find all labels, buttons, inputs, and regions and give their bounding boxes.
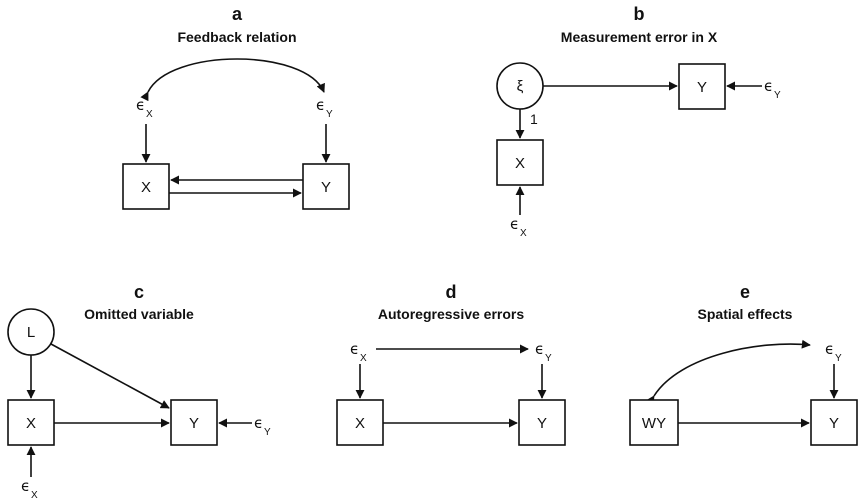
panel-c-letter: c [134, 282, 144, 302]
panel-d-node-y [518, 399, 566, 446]
panel-b-loading-label: 1 [530, 111, 538, 127]
panel-a-epsilon-x: ϵ [136, 96, 145, 114]
panel-e-letter: e [740, 282, 750, 302]
panel-b-letter: b [634, 4, 645, 24]
panel-e-epsilon-y: ϵ [825, 340, 834, 358]
panel-a-epsilon-x-subscript: X [146, 109, 153, 120]
panel-b-node-y [678, 63, 726, 110]
panel-b-title: Measurement error in X [561, 29, 718, 45]
panel-b-node-x-label: X [515, 155, 525, 172]
panel-e: e Spatial effects ϵ Y WY Y [629, 282, 858, 446]
panel-b-epsilon-x: ϵ [510, 215, 519, 233]
panel-d-title: Autoregressive errors [378, 306, 525, 322]
panel-c-epsilon-x-subscript: X [31, 490, 38, 501]
panel-c-node-y [170, 399, 218, 446]
panel-b: b Measurement error in X ξ Y ϵ Y 1 X ϵ X [496, 4, 781, 239]
panel-d-letter: d [446, 282, 457, 302]
panel-c-l-to-y-arrow [50, 343, 170, 409]
panel-d-epsilon-y: ϵ [535, 340, 544, 358]
panel-c-epsilon-y: ϵ [254, 414, 263, 432]
panel-e-node-y-label: Y [829, 415, 839, 432]
panel-c-epsilon-x: ϵ [21, 477, 30, 495]
panel-e-node-wy-label: WY [642, 415, 666, 432]
panel-c-title: Omitted variable [84, 306, 194, 322]
panel-d-epsilon-x: ϵ [350, 340, 359, 358]
panel-b-epsilon-y: ϵ [764, 77, 773, 95]
panel-b-node-y-label: Y [697, 79, 707, 96]
panel-e-epsilon-y-subscript: Y [835, 353, 842, 364]
panel-e-spatial-feedback-arrow [645, 339, 811, 406]
panel-b-epsilon-x-subscript: X [520, 228, 527, 239]
panel-c-latent-l-label: L [27, 324, 35, 341]
panel-a: a Feedback relation ϵ X ϵ Y X Y [122, 4, 350, 210]
panel-c-node-y-label: Y [189, 415, 199, 432]
panel-e-title: Spatial effects [698, 306, 793, 322]
panel-c: c Omitted variable L X Y ϵ Y ϵ X [7, 282, 271, 501]
panel-a-epsilon-y-subscript: Y [326, 109, 333, 120]
panel-a-error-covariance-arrow [140, 58, 325, 102]
panel-d-epsilon-x-subscript: X [360, 353, 367, 364]
panel-a-letter: a [232, 4, 243, 24]
panel-c-node-x [7, 399, 55, 446]
panel-c-epsilon-y-subscript: Y [264, 427, 271, 438]
panel-b-latent-xi-label: ξ [517, 78, 524, 95]
panel-d-node-x-label: X [355, 415, 365, 432]
panel-d: d Autoregressive errors ϵ X ϵ Y X Y [336, 282, 566, 446]
panel-e-node-y [810, 399, 858, 446]
panel-b-epsilon-y-subscript: Y [774, 90, 781, 101]
panel-d-node-y-label: Y [537, 415, 547, 432]
panel-c-node-x-label: X [26, 415, 36, 432]
panel-a-node-x-label: X [141, 179, 151, 196]
panel-a-node-y-label: Y [321, 179, 331, 196]
panel-a-node-y [302, 163, 350, 210]
panel-d-epsilon-y-subscript: Y [545, 353, 552, 364]
panel-a-node-x [122, 163, 170, 210]
panel-b-node-x [496, 139, 544, 186]
panel-a-epsilon-y: ϵ [316, 96, 325, 114]
panel-a-title: Feedback relation [177, 29, 296, 45]
